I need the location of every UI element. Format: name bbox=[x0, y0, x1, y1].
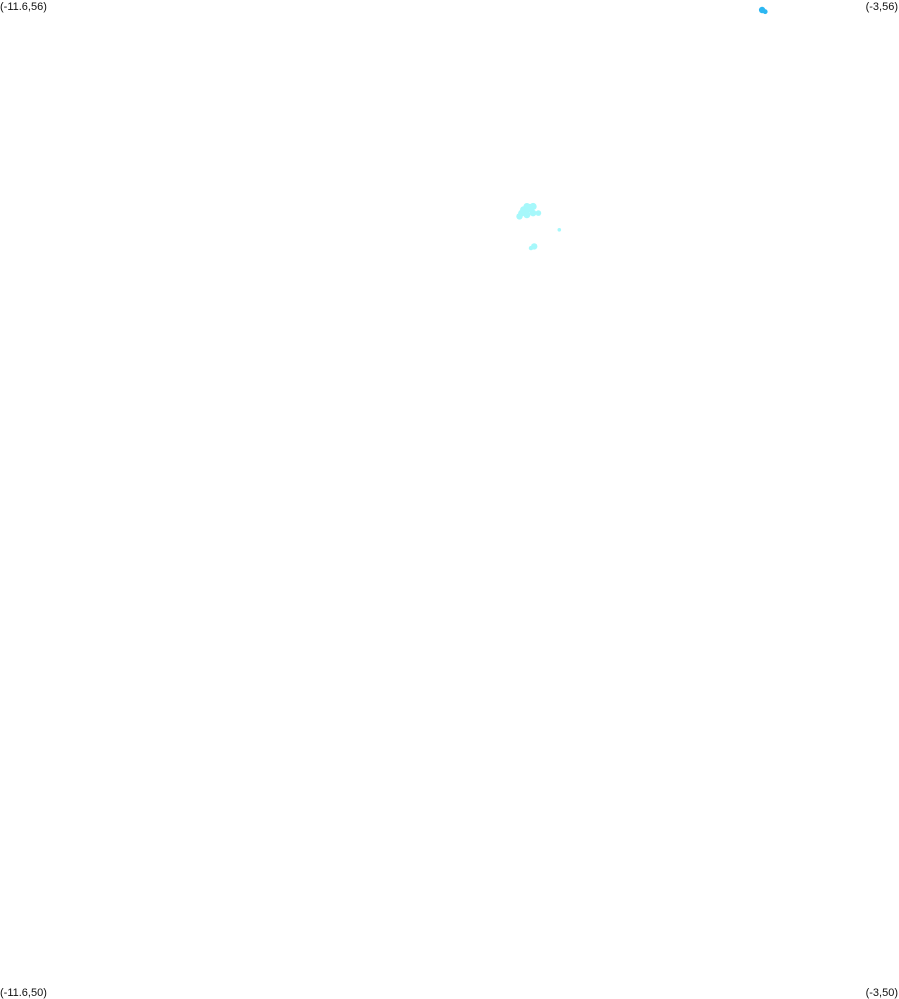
map-point-9 bbox=[529, 209, 537, 217]
map-point-11 bbox=[526, 207, 532, 213]
map-point-4 bbox=[529, 202, 537, 211]
map-point-7 bbox=[516, 213, 523, 220]
corner-label-bottom-right: (-3,50) bbox=[865, 987, 898, 999]
map-point-1 bbox=[762, 9, 768, 15]
map-point-13 bbox=[528, 245, 534, 251]
corner-label-bottom-left: (-11.6,50) bbox=[0, 987, 47, 999]
map-point-8 bbox=[523, 211, 531, 219]
corner-label-top-right: (-3,56) bbox=[865, 1, 898, 13]
map-point-14 bbox=[557, 228, 562, 232]
map-point-10 bbox=[535, 210, 542, 216]
corner-label-top-left: (-11.6,56) bbox=[0, 1, 47, 13]
